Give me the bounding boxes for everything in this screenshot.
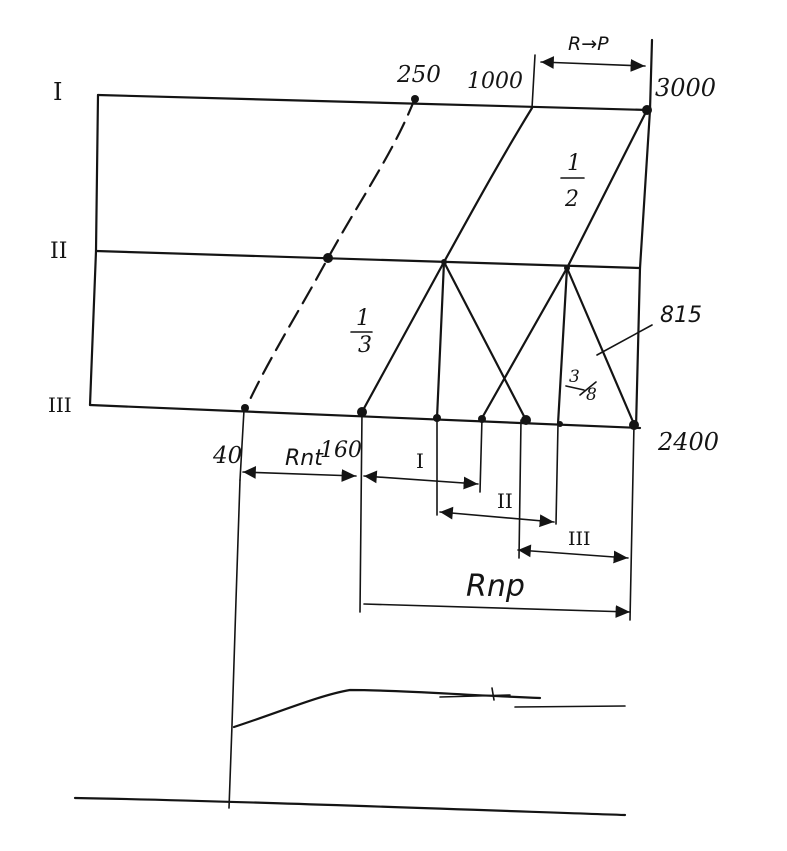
row-II-line	[94, 249, 642, 270]
row-label-III: III	[48, 393, 72, 417]
fraction-3-8-num: 3	[569, 367, 580, 387]
drop-482	[479, 417, 483, 493]
node-3000	[642, 105, 652, 115]
top-dimension-label: R→P	[568, 33, 609, 55]
dim-III-label: III	[568, 528, 591, 550]
node-40	[241, 404, 249, 412]
leader-815	[596, 324, 653, 356]
drop-634	[629, 423, 635, 621]
node-2400	[629, 420, 639, 430]
curve-1000	[442, 106, 534, 264]
dim-II	[439, 506, 555, 528]
triangle-right-a	[480, 266, 569, 420]
bottom-value-160: 160	[320, 438, 362, 463]
drop-521	[518, 419, 522, 559]
baseline	[73, 796, 627, 817]
triangle-left-a	[360, 260, 446, 414]
node-437	[433, 414, 441, 422]
row-III-line	[88, 403, 642, 430]
node-mid-dash	[323, 253, 333, 263]
dim-rnp-label: Rnp	[466, 569, 525, 604]
row-label-II: II	[50, 239, 67, 264]
node-mid-right	[564, 265, 570, 271]
left-long-vertical	[228, 479, 241, 809]
dim-I-label: I	[416, 449, 424, 473]
annotation-815: 815	[660, 303, 702, 328]
dim-I	[363, 470, 479, 490]
lower-dash-b	[491, 687, 495, 701]
node-482	[478, 415, 486, 423]
dim-III	[517, 544, 629, 564]
top-dim-left-extension	[531, 54, 536, 109]
triangle-right-b	[565, 266, 636, 426]
fraction-half-num: 1	[567, 151, 581, 176]
fraction-third-den: 3	[358, 333, 372, 358]
dim-II-label: II	[497, 489, 513, 513]
row-label-I: I	[53, 78, 62, 106]
node-mid-left	[441, 259, 447, 265]
dashed-curve-250-40	[244, 96, 417, 410]
bottom-value-40: 40	[212, 443, 242, 469]
bottom-value-2400: 2400	[657, 428, 719, 456]
top-value-3000: 3000	[655, 74, 716, 102]
dim-rnt-label: Rnt	[285, 446, 324, 471]
line-3000	[565, 108, 649, 270]
row-I-line	[96, 93, 650, 112]
triangle-right-drop	[556, 266, 569, 426]
lower-dash-c	[514, 705, 626, 708]
drop-558	[555, 423, 559, 525]
dim-rnp	[363, 603, 631, 618]
node-160	[357, 407, 367, 417]
fraction-3-8-den: 8	[586, 385, 597, 405]
leader-3-8	[579, 381, 597, 396]
lower-dash-a	[439, 694, 511, 698]
lower-curve	[232, 688, 542, 729]
node-250	[411, 95, 419, 103]
top-dimension-arrow	[540, 56, 646, 72]
triangle-left-b	[442, 260, 528, 422]
top-value-250: 250	[396, 62, 441, 88]
drop-40	[239, 409, 245, 481]
top-value-1000: 1000	[467, 69, 523, 94]
dim-rnt	[242, 466, 357, 482]
drop-160	[359, 411, 363, 613]
triangle-left-drop	[435, 260, 446, 420]
frame-right-edge	[634, 38, 654, 430]
fraction-half-den: 2	[564, 187, 579, 212]
node-558	[557, 421, 563, 427]
node-526	[521, 415, 531, 425]
fraction-3-8-bar	[565, 385, 585, 391]
fraction-third-num: 1	[356, 306, 370, 331]
frame-left-edge	[88, 93, 100, 407]
